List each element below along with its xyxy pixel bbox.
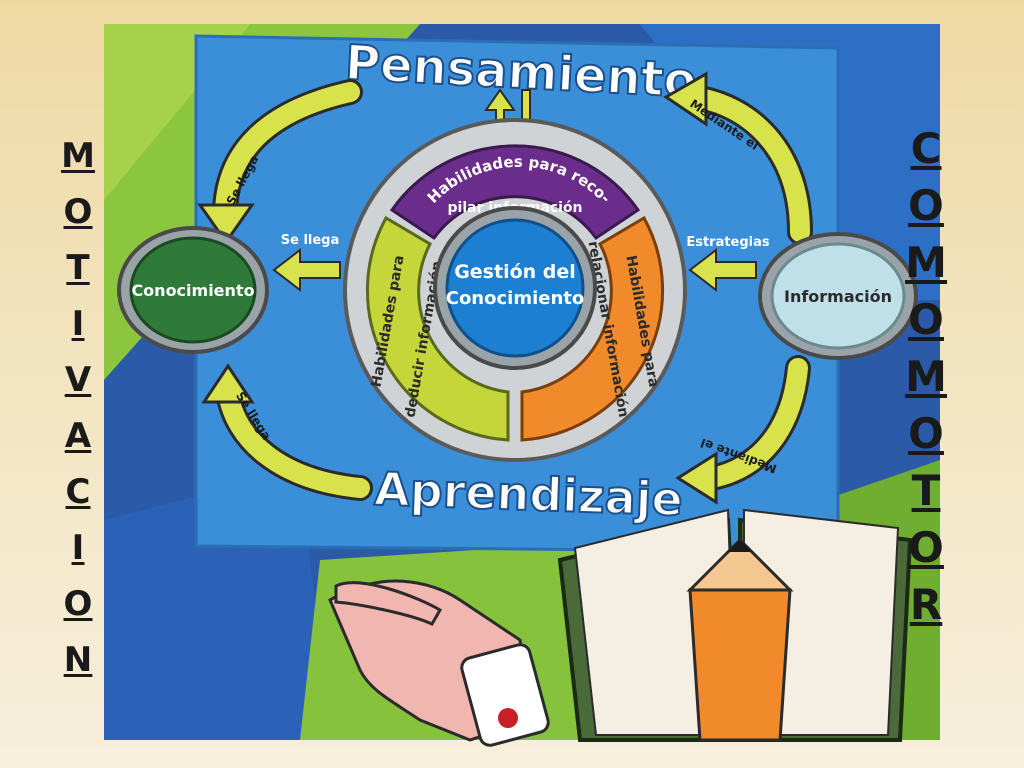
comomotor-letter: T <box>911 466 941 515</box>
book-pencil-illustration <box>557 508 913 742</box>
comomotor-letter: O <box>908 409 944 458</box>
title-aprendizaje: Aprendizaje <box>373 462 683 527</box>
motivacion-letter: C <box>65 472 91 512</box>
label-se-llega-mid: Se llega <box>281 233 340 248</box>
center-line1: Gestión del <box>454 261 576 283</box>
center-line2: Conocimiento <box>446 288 585 309</box>
comomotor-letter: C <box>910 124 942 173</box>
node-conocimiento-label: Conocimiento <box>131 281 254 300</box>
label-estrategias: Estrategias <box>686 235 770 250</box>
curved-arrows <box>197 71 813 505</box>
node-informacion <box>758 232 918 360</box>
motivacion-letter: I <box>71 528 85 568</box>
comomotor-letter: R <box>909 580 943 629</box>
comomotor-letter: M <box>905 238 947 287</box>
arrow-to-conocimiento <box>272 247 341 293</box>
segment-right-orange <box>520 215 664 442</box>
node-informacion-label: Información <box>784 287 892 306</box>
motivacion-letter: I <box>71 304 85 344</box>
node-conocimiento <box>117 226 269 354</box>
arrow-from-informacion <box>688 247 757 293</box>
comomotor-letter: M <box>905 352 947 401</box>
segment-top-purple <box>389 144 641 241</box>
motivacion-letter: V <box>64 360 92 400</box>
motivacion-letter: O <box>63 584 93 624</box>
motivacion-letter: A <box>64 416 92 456</box>
segment-left-green <box>366 215 510 442</box>
motivacion-letter: T <box>66 248 90 288</box>
center-node <box>433 206 597 370</box>
straight-arrows <box>272 247 757 293</box>
comomotor-letter: O <box>908 523 944 572</box>
motivacion-letter: N <box>63 640 93 680</box>
pointing-hand-illustration <box>328 579 550 747</box>
comomotor-letter: O <box>908 295 944 344</box>
motivacion-letter: O <box>63 192 93 232</box>
comomotor-letter: O <box>908 181 944 230</box>
motivacion-letter: M <box>61 136 95 176</box>
